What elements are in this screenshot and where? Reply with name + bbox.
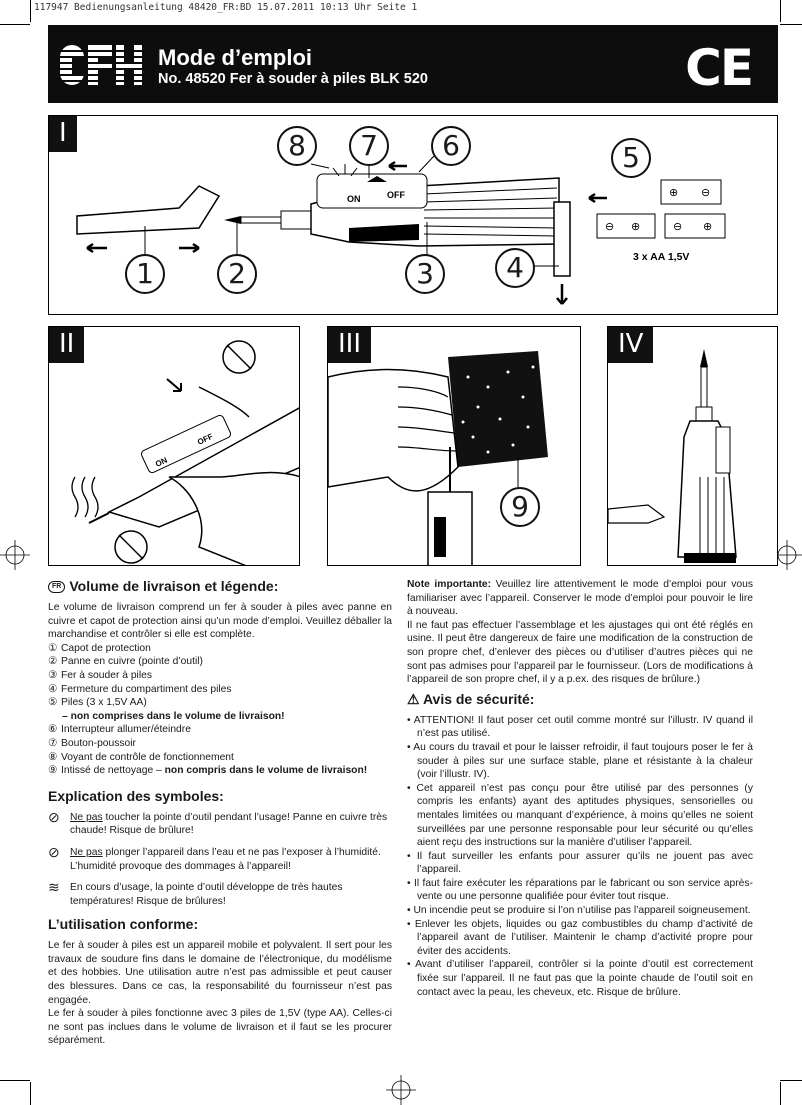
svg-text:⊖: ⊖ — [605, 221, 614, 233]
no-touch-icon: ⊘ — [48, 808, 60, 825]
svg-text:⊕: ⊕ — [631, 221, 640, 233]
print-slug: 117947 Bedienungsanleitung 48420_FR:BD 1… — [34, 2, 418, 13]
safety-bullet: • Il faut faire exécuter les réparations… — [407, 877, 753, 903]
callout-5: 5 — [611, 138, 651, 178]
figure-4-label: IV — [608, 327, 654, 363]
hand-holding-iron-illustration: ON OFF — [71, 340, 299, 565]
off-label: OFF — [387, 190, 405, 200]
no-touch-icon — [114, 530, 148, 564]
safety-bullet: • Au cours du travail et pour le laisser… — [407, 741, 753, 781]
callout-4: 4 — [495, 248, 535, 288]
crop-mark — [30, 1082, 31, 1105]
registration-mark-icon — [386, 1075, 416, 1105]
safety-bullet: • ATTENTION! Il faut poser cet outil com… — [407, 714, 753, 740]
lang-badge: FR — [48, 581, 66, 594]
crop-mark — [780, 0, 781, 22]
header-banner: Mode d’emploi No. 48520 Fer à souder à p… — [48, 25, 778, 103]
safety-bullet: • Cet appareil n’est pas conçu pour être… — [407, 782, 753, 849]
callout-7: 7 — [349, 126, 389, 166]
crop-mark — [0, 24, 30, 25]
callout-3: 3 — [405, 254, 445, 294]
crop-mark — [780, 1082, 781, 1105]
ce-mark: CE — [685, 39, 754, 97]
symbols-heading: Explication des symboles: — [48, 787, 224, 804]
usage-text-2: Le fer à souder à piles fonctionne avec … — [48, 1008, 392, 1047]
no-water-icon: ⊘ — [48, 843, 60, 860]
safety-bullet: • Enlever les objets, liquides ou gaz co… — [407, 918, 753, 957]
figure-2-label: II — [49, 327, 85, 363]
crop-mark — [780, 1080, 802, 1081]
no-water-icon — [222, 340, 256, 374]
figure-3: III 9 — [327, 326, 581, 566]
cfh-logo-icon — [60, 45, 142, 85]
page-subtitle: No. 48520 Fer à souder à piles BLK 520 — [158, 71, 428, 87]
heat-icon: ≋ — [48, 879, 60, 896]
crop-mark — [780, 24, 802, 25]
registration-mark-icon — [0, 540, 30, 570]
callout-2: 2 — [217, 254, 257, 294]
note-text: Note importante: Veuillez lire attentive… — [407, 579, 753, 618]
crop-mark — [30, 0, 31, 22]
callout-6: 6 — [431, 126, 471, 166]
page-title: Mode d’emploi — [158, 45, 312, 70]
figure-3-label: III — [328, 327, 372, 363]
safety-heading: ⚠ Avis de sécurité: — [407, 690, 535, 707]
figure-1-label: I — [49, 116, 77, 152]
note-text-2: Il ne faut pas effectuer l’assemblage et… — [407, 619, 753, 686]
figure-4: IV — [607, 326, 778, 566]
on-label: ON — [347, 194, 361, 204]
figure-2: II ON OFF — [48, 326, 300, 566]
callout-1: 1 — [125, 254, 165, 294]
delivery-text: Le volume de livraison comprend un fer à… — [48, 602, 392, 641]
svg-text:⊕: ⊕ — [669, 187, 678, 199]
cleaning-sponge-illustration — [328, 351, 548, 565]
svg-text:⊕: ⊕ — [703, 221, 712, 233]
iron-standing-illustration — [608, 349, 737, 563]
svg-text:⊖: ⊖ — [673, 221, 682, 233]
callout-8: 8 — [277, 126, 317, 166]
legend-item: ⑨ Intissé de nettoyage – non compris dan… — [48, 765, 368, 777]
legend-note: – non comprises dans le volume de livrai… — [62, 710, 285, 722]
crop-mark — [0, 1080, 30, 1081]
symbol-row: ≋ En cours d’usage, la pointe d’outil dé… — [48, 879, 343, 907]
usage-heading: L’utilisation conforme: — [48, 916, 199, 933]
safety-bullet: • Avant d’utiliser l’appareil, contrôler… — [407, 959, 753, 998]
safety-list: • ATTENTION! Il faut poser cet outil com… — [407, 714, 753, 999]
warning-icon: ⚠ — [407, 690, 420, 707]
figure-1: I ON OFF ⊕⊖⊖⊕⊖⊕ 3 x — [48, 115, 778, 315]
callout-9: 9 — [500, 487, 540, 527]
safety-bullet: • Un incendie peut se produire si l’on n… — [407, 905, 751, 917]
svg-text:⊖: ⊖ — [701, 187, 710, 199]
usage-text-1: Le fer à souder à piles est un appareil … — [48, 940, 392, 1006]
safety-bullet: • Il faut surveiller les enfants pour as… — [407, 850, 753, 876]
soldering-iron-diagram: ON OFF ⊕ ⊖ ⊖ ⊕ ⊖ ⊕ 3 x AA 1,5V — [76, 155, 726, 305]
symbol-row: ⊘ Ne pas plonger l’appareil dans l’eau e… — [48, 843, 381, 872]
battery-text: 3 x AA 1,5V — [633, 251, 689, 263]
symbol-row: ⊘ Ne pas toucher la pointe d’outil penda… — [48, 808, 388, 837]
right-column: Note importante: Veuillez lire attentive… — [407, 578, 753, 999]
